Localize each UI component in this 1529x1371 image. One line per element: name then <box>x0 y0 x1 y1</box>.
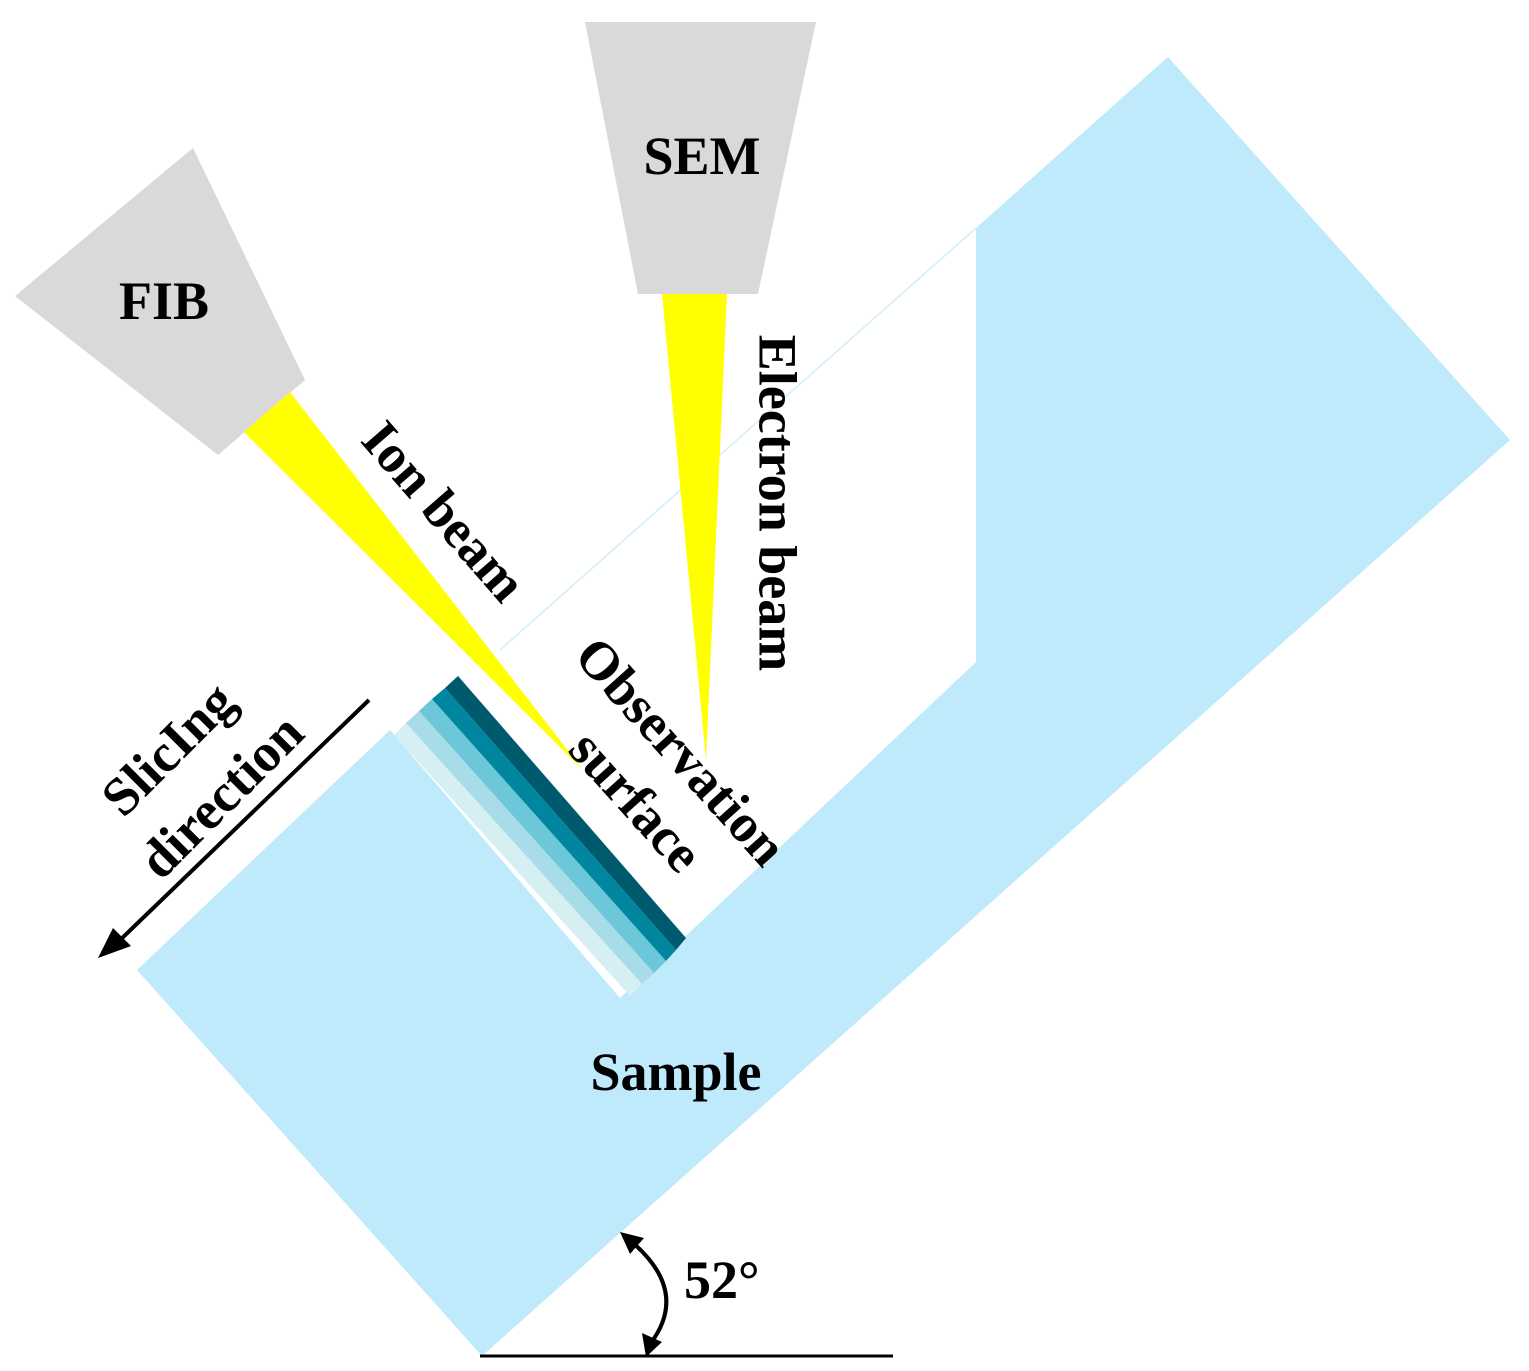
sem-column <box>585 22 816 294</box>
sem-label: SEM <box>643 126 760 186</box>
slice-layer-2 <box>406 711 654 984</box>
slice-layer-3 <box>419 699 666 973</box>
slice-layer-4 <box>432 688 676 961</box>
slice-layer-5 <box>445 676 686 950</box>
fib-column <box>15 148 305 455</box>
fib-label: FIB <box>119 271 209 331</box>
electron-beam-label: Electron beam <box>748 335 808 671</box>
electron-beam <box>662 294 727 760</box>
sample-label: Sample <box>590 1042 761 1102</box>
slicing-direction-arrow <box>98 698 371 958</box>
sample-body <box>137 57 1510 1356</box>
ion-beam <box>244 392 583 770</box>
angle-arc <box>620 1232 669 1357</box>
slice-layers <box>394 676 686 996</box>
angle-label: 52° <box>684 1250 760 1310</box>
slice-layer-1 <box>394 723 642 996</box>
surface-extension-line <box>499 227 977 651</box>
